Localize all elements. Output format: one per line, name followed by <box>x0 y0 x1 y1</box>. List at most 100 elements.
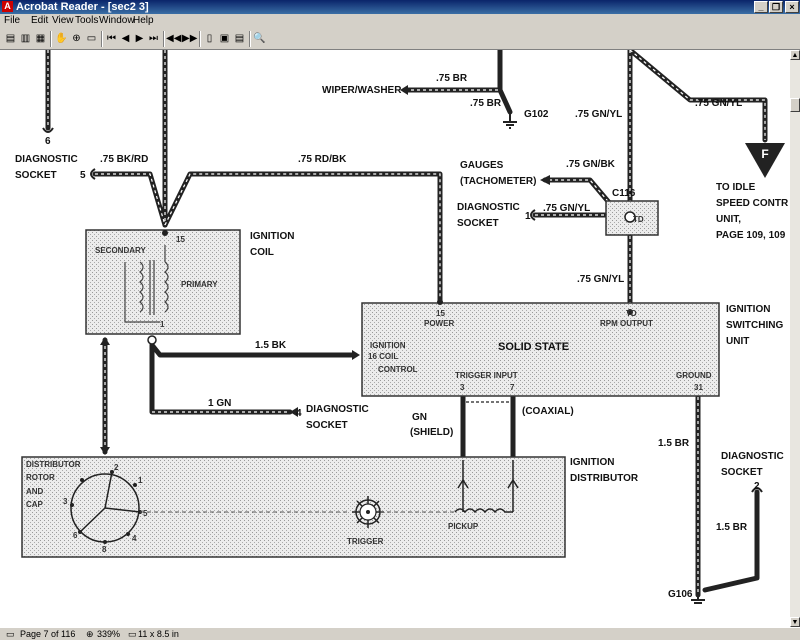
label-coaxial: (COAXIAL) <box>522 406 574 417</box>
page-only-icon[interactable]: ▤ <box>5 33 16 44</box>
arrow-gauges <box>540 175 550 185</box>
go-forward-icon[interactable]: ▶▶ <box>182 33 198 44</box>
label-cap-2: 2 <box>114 463 119 472</box>
close-button[interactable]: × <box>785 1 799 13</box>
prev-page-icon[interactable]: ◀ <box>121 33 130 44</box>
label-sw-td: TD <box>626 309 637 318</box>
c116-connector <box>605 200 659 236</box>
label-ign-ctrl-2: 16 COIL <box>368 352 398 361</box>
label-pin31: 31 <box>694 383 703 392</box>
wire-75br <box>497 87 513 115</box>
status-bar: ▭ Page 7 of 116 ⊕ 339% ▭ 11 x 8.5 in <box>0 627 800 640</box>
label-ground: GROUND <box>676 371 712 380</box>
label-cap-4: 4 <box>132 534 137 543</box>
label-g106: G106 <box>668 589 693 600</box>
bookmarks-icon[interactable]: ▥ <box>20 33 31 44</box>
hand-tool-icon[interactable]: ✋ <box>55 33 68 44</box>
menu-tools[interactable]: Tools <box>75 15 99 26</box>
label-c116: C116 <box>612 188 636 199</box>
first-page-icon[interactable]: ⏮ <box>107 33 116 44</box>
toolbar-separator <box>163 31 165 47</box>
arrow-dist-down <box>100 447 110 455</box>
page-size-indicator: 11 x 8.5 in <box>138 629 179 639</box>
fit-width-icon[interactable]: ▤ <box>234 33 245 44</box>
go-back-icon[interactable]: ◀◀ <box>166 33 182 44</box>
label-75gnbk: .75 GN/BK <box>566 159 616 170</box>
label-cap-6: 6 <box>73 531 78 540</box>
window-title: Acrobat Reader - [sec2 3] <box>16 1 149 13</box>
menu-window[interactable]: Window <box>99 15 135 26</box>
label-sw-power: POWER <box>424 319 454 328</box>
ignition-coil-box <box>85 229 241 335</box>
scroll-up-icon[interactable]: ▲ <box>790 50 800 60</box>
page-indicator[interactable]: Page 7 of 116 <box>20 629 76 639</box>
label-1gn: 1 GN <box>208 398 231 409</box>
vertical-scrollbar[interactable]: ▲ ▼ <box>790 50 800 627</box>
label-diag3-b: SOCKET <box>306 420 348 431</box>
toolbar: ▤ ▥ ▦ ✋ ⊕ ▭ ⏮ ◀ ▶ ⏭ ◀◀ ▶▶ ▯ ▣ ▤ 🔍 <box>0 28 800 50</box>
label-diag1-a: DIAGNOSTIC <box>15 154 78 165</box>
arrow-switch-in <box>352 350 360 360</box>
menu-file[interactable]: File <box>4 15 21 26</box>
label-ign-ctrl-3: CONTROL <box>378 365 418 374</box>
label-sw-rpm: RPM OUTPUT <box>600 319 653 328</box>
label-to-idle-2: SPEED CONTR <box>716 198 789 209</box>
find-icon[interactable]: 🔍 <box>253 33 266 44</box>
label-wiper-washer: WIPER/WASHER <box>322 85 402 96</box>
wire-diag2 <box>702 489 760 593</box>
document-view[interactable]: F <box>0 50 790 627</box>
label-75gnyl-low: .75 GN/YL <box>577 274 624 285</box>
label-to-idle-3: UNIT, <box>716 214 741 225</box>
scroll-down-icon[interactable]: ▼ <box>790 617 800 627</box>
scroll-thumb[interactable] <box>790 98 800 112</box>
toolbar-separator <box>101 31 103 47</box>
menu-bar: File Edit View Tools Window Help <box>0 14 800 28</box>
last-page-icon[interactable]: ⏭ <box>149 33 158 44</box>
label-solid-state: SOLID STATE <box>498 341 569 353</box>
wire-gnyl-right <box>627 50 768 143</box>
menu-view[interactable]: View <box>52 15 74 26</box>
menu-edit[interactable]: Edit <box>31 15 49 26</box>
label-sw-pin15: 15 <box>436 309 445 318</box>
label-cap-8: 8 <box>102 545 107 554</box>
pickup-coil <box>454 460 519 514</box>
thumbnails-icon[interactable]: ▦ <box>35 33 46 44</box>
restore-button[interactable]: ❐ <box>769 1 783 13</box>
wire-wiper <box>402 50 503 93</box>
wire-gauges <box>542 177 615 209</box>
page-icon: ▭ <box>6 629 15 639</box>
label-tachometer: (TACHOMETER) <box>460 176 536 187</box>
zoom-icon: ⊕ <box>86 629 94 639</box>
acrobat-app-icon[interactable]: A <box>2 1 13 12</box>
label-75gnyl-top: .75 GN/YL <box>575 109 622 120</box>
wire-bkrd <box>92 171 168 228</box>
arrow-dist-up <box>100 337 110 345</box>
label-75rdbk: .75 RD/BK <box>298 154 347 165</box>
label-secondary: SECONDARY <box>95 246 146 255</box>
label-diag3-a: DIAGNOSTIC <box>306 404 369 415</box>
zoom-indicator[interactable]: 339% <box>97 629 121 639</box>
label-cap-3: 3 <box>63 497 68 506</box>
label-diag1-b: SOCKET <box>15 170 57 181</box>
label-15bk: 1.5 BK <box>255 340 287 351</box>
label-pin3: 3 <box>460 383 465 392</box>
label-diag4-a: DIAGNOSTIC <box>721 451 784 462</box>
label-switch-title-b: SWITCHING <box>726 320 783 331</box>
label-75bkrd: .75 BK/RD <box>100 154 148 165</box>
zoom-tool-icon[interactable]: ⊕ <box>72 33 81 44</box>
next-page-icon[interactable]: ▶ <box>135 33 144 44</box>
label-shield: (SHIELD) <box>410 427 453 438</box>
label-diag2-a: DIAGNOSTIC <box>457 202 520 213</box>
label-dist-rotor-2: ROTOR <box>26 473 55 482</box>
actual-size-icon[interactable]: ▯ <box>206 33 213 44</box>
text-select-icon[interactable]: ▭ <box>86 33 97 44</box>
label-coil-pin1: 1 <box>160 320 165 329</box>
menu-help[interactable]: Help <box>133 15 154 26</box>
fit-page-icon[interactable]: ▣ <box>219 33 230 44</box>
minimize-button[interactable]: _ <box>754 1 768 13</box>
label-pin2: 2 <box>754 481 760 492</box>
label-coil-pin15: 15 <box>176 235 185 244</box>
label-cap-1: 1 <box>138 476 143 485</box>
label-pin5: 5 <box>80 170 86 181</box>
label-pickup: PICKUP <box>448 522 479 531</box>
